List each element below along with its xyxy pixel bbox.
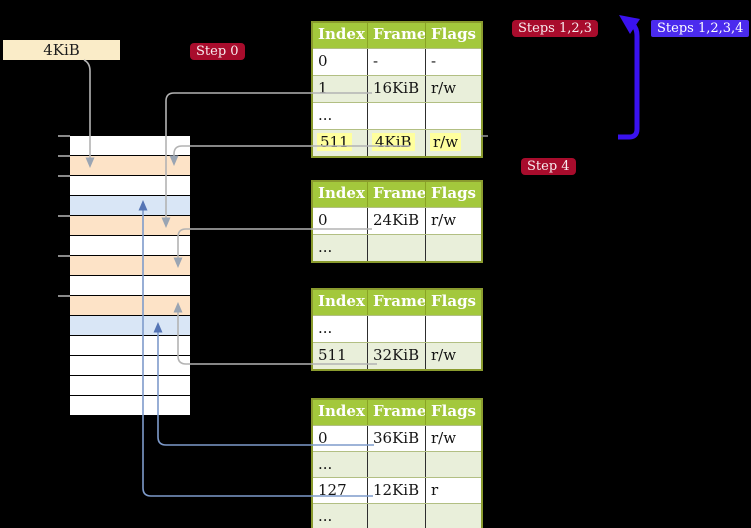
- memory-row-free: [70, 376, 190, 396]
- cell-index: ...: [318, 238, 333, 256]
- steps123-badge: Steps 1,2,3: [512, 20, 599, 37]
- cell-frame: [367, 316, 425, 342]
- memory-column: [70, 136, 190, 416]
- steps1234-badge: Steps 1,2,3,4: [651, 20, 750, 37]
- cell-frame: 36KiB: [367, 426, 425, 451]
- step0-badge: Step 0: [190, 43, 245, 60]
- cell-index: ...: [318, 319, 333, 337]
- cell-frame: [367, 452, 425, 477]
- page-table-3: Index Frame Flags ... 511 32KiB r/w: [311, 288, 483, 371]
- memory-row-free: [70, 276, 190, 296]
- memory-row-free: [70, 236, 190, 256]
- memory-row-free: [70, 356, 190, 376]
- cell-index: 0: [318, 211, 328, 229]
- cell-flags: [425, 103, 481, 129]
- header-index: Index: [318, 402, 365, 420]
- cell-flags: r/w: [425, 208, 481, 234]
- cell-frame: [367, 504, 425, 528]
- table-row: 0 - -: [313, 48, 481, 75]
- header-frame: Frame: [367, 290, 425, 315]
- memory-row-table: [70, 256, 190, 276]
- cell-frame: 32KiB: [367, 343, 425, 369]
- page-table-1: Index Frame Flags 0 - - 1 16KiB r/w ... …: [311, 21, 483, 158]
- cell-flags: r/w: [425, 130, 481, 156]
- table-row-recursive-entry: 511 4KiB r/w: [313, 129, 481, 156]
- cell-flags: r/w: [425, 76, 481, 102]
- frame-size-label: 4KiB: [3, 40, 120, 60]
- recursive-loop-arrowhead: [619, 15, 640, 34]
- table-row: ...: [313, 102, 481, 129]
- header-flags: Flags: [425, 400, 481, 425]
- cell-flags: -: [425, 49, 481, 75]
- cell-index: 0: [318, 52, 328, 70]
- cell-frame: 16KiB: [367, 76, 425, 102]
- memory-row-table: [70, 156, 190, 176]
- cell-frame: [367, 103, 425, 129]
- cell-index: 1: [318, 79, 328, 97]
- memory-tick-marks: [58, 135, 70, 297]
- cell-flags: [425, 235, 481, 261]
- cell-flags: r/w: [425, 426, 481, 451]
- table-row: 1 16KiB r/w: [313, 75, 481, 102]
- table-row: ...: [313, 234, 481, 261]
- header-frame: Frame: [367, 23, 425, 48]
- cell-frame: [367, 235, 425, 261]
- cell-flags: [425, 504, 481, 528]
- step4-badge: Step 4: [521, 158, 576, 175]
- page-table-4: Index Frame Flags 0 36KiB r/w ... 127 12…: [311, 398, 483, 528]
- table-row: ...: [313, 315, 481, 342]
- cell-index: ...: [318, 455, 333, 473]
- header-index: Index: [318, 292, 365, 310]
- table-header-row: Index Frame Flags: [313, 400, 481, 425]
- header-index: Index: [318, 25, 365, 43]
- memory-row-free: [70, 396, 190, 416]
- cell-flags: r/w: [425, 343, 481, 369]
- cell-flags: [425, 452, 481, 477]
- table-row: ...: [313, 503, 481, 528]
- header-flags: Flags: [425, 182, 481, 207]
- table-row: ...: [313, 451, 481, 477]
- table-row: 511 32KiB r/w: [313, 342, 481, 369]
- cell-frame: 24KiB: [367, 208, 425, 234]
- header-frame: Frame: [367, 400, 425, 425]
- cell-frame: 4KiB: [367, 130, 425, 156]
- header-flags: Flags: [425, 290, 481, 315]
- memory-row-free: [70, 176, 190, 196]
- cell-flags: [425, 316, 481, 342]
- cell-index: 127: [318, 481, 347, 499]
- cell-index: ...: [318, 507, 333, 525]
- cell-frame: -: [367, 49, 425, 75]
- table-row: 0 24KiB r/w: [313, 207, 481, 234]
- memory-row-free: [70, 136, 190, 156]
- table-row: 127 12KiB r: [313, 477, 481, 503]
- header-flags: Flags: [425, 23, 481, 48]
- table-header-row: Index Frame Flags: [313, 290, 481, 315]
- cell-flags: r: [425, 478, 481, 503]
- table-header-row: Index Frame Flags: [313, 23, 481, 48]
- highlighted-value: r/w: [430, 133, 462, 151]
- table-header-row: Index Frame Flags: [313, 182, 481, 207]
- cell-index: 0: [318, 429, 328, 447]
- memory-row-page: [70, 196, 190, 216]
- highlighted-value: 4KiB: [372, 133, 415, 151]
- recursive-loop-arrow: [618, 20, 640, 140]
- header-index: Index: [318, 184, 365, 202]
- memory-row-table: [70, 296, 190, 316]
- memory-row-page: [70, 316, 190, 336]
- memory-row-table: [70, 216, 190, 236]
- page-table-2: Index Frame Flags 0 24KiB r/w ...: [311, 180, 483, 263]
- cell-index: 511: [313, 130, 367, 156]
- cell-frame: 12KiB: [367, 478, 425, 503]
- cell-index: ...: [318, 106, 333, 124]
- highlighted-value: 511: [317, 133, 352, 151]
- table-row: 0 36KiB r/w: [313, 425, 481, 451]
- memory-row-free: [70, 336, 190, 356]
- header-frame: Frame: [367, 182, 425, 207]
- cell-index: 511: [318, 346, 347, 364]
